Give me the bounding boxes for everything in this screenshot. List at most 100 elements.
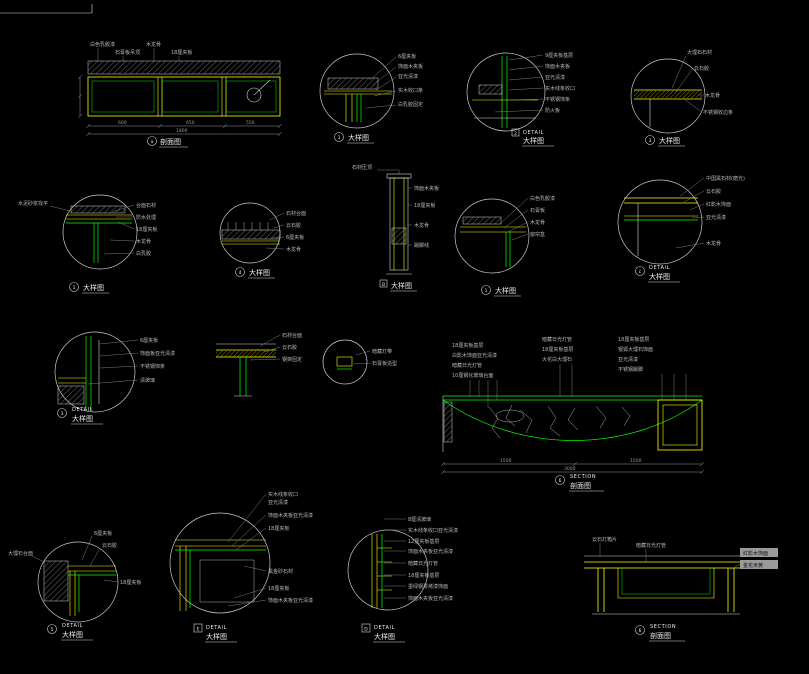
caption-bubble — [193, 623, 203, 633]
caption: 6 SECTION 剖面图 — [635, 624, 685, 642]
dimension-text: 1800 — [176, 128, 188, 134]
caption-text: 大样图 — [374, 632, 395, 641]
annotation-label: 石材台面 — [282, 332, 302, 339]
caption-index: 3 — [649, 138, 652, 144]
detail-p: 8厘清玻璃 实木线条收口亚光清漆 12厘夹板基层 饰面木夹板亚光清漆 暗藏日光灯… — [347, 516, 458, 643]
caption-index: E — [197, 627, 200, 633]
annotation-label: 木龙骨 — [136, 238, 151, 245]
labels: 石材压顶 饰面木夹板 18厘夹板 木龙骨 踢脚线 — [352, 164, 439, 249]
labels: 石材台面 云石胶 6厘夹板 木龙骨 — [286, 210, 306, 253]
hatch-area — [443, 401, 453, 443]
annotation-label: 银狐大理石饰面 — [618, 346, 653, 353]
frame-fragment — [0, 4, 93, 14]
linework — [324, 77, 392, 122]
caption: D DETAIL 大样图 — [361, 623, 405, 643]
linework — [634, 89, 702, 127]
annotation-label: 石材压顶 — [352, 164, 372, 171]
marble-texture — [488, 404, 631, 439]
annotation-label: 暗藏灯带 — [372, 348, 392, 355]
annotation-label: 暗藏日光灯管 — [452, 362, 482, 369]
annotation-label: 墨绿钢琴烤漆饰面 — [408, 583, 448, 590]
annotation-label: 6厘夹板 — [286, 234, 304, 241]
leader-lines — [49, 204, 135, 255]
label-box — [740, 560, 778, 569]
labels: 白色乳胶漆 石膏板吊顶 木龙骨 18厘夹板 — [90, 41, 192, 56]
caption-title: SECTION — [650, 624, 676, 630]
dimension-text: 550 — [246, 120, 255, 126]
detail-boundary — [62, 194, 138, 270]
annotation-label: 木龙骨 — [286, 246, 301, 253]
annotation-label: 大花白大理石 — [542, 356, 572, 363]
annotation-label: 暗藏日光灯管 — [542, 336, 572, 343]
annotation-label: 饰面木夹板 — [545, 63, 570, 70]
dimensions: 600 650 550 1800 — [77, 74, 283, 137]
annotation-label: 18厘夹板 — [120, 579, 141, 586]
caption-text: 大样图 — [495, 286, 516, 295]
annotation-label: 18厘夹板 — [136, 226, 157, 233]
caption-title: DETAIL — [206, 625, 227, 631]
annotation-label: 饰面木夹板亚光清漆 — [268, 597, 313, 604]
annotation-label: 大理石台面 — [8, 550, 33, 557]
leader-lines — [87, 339, 139, 385]
annotation-label: 18厘夹板 — [268, 525, 289, 532]
hatch-area — [43, 560, 69, 602]
annotation-label: 8厘清玻璃 — [408, 516, 431, 523]
hatch-area — [216, 351, 276, 357]
annotation-label: 窗帘盒 — [530, 231, 545, 238]
linework — [584, 555, 764, 615]
linework — [460, 216, 526, 267]
annotation-label: 亚光清漆 — [706, 214, 726, 221]
annotation-label: 亚光清漆 — [398, 73, 418, 80]
caption: 1 大样图 — [334, 132, 374, 144]
labels: 水泥砂浆找平 台面石材 防水处理 18厘夹板 木龙骨 白乳胶 — [18, 200, 157, 257]
leader-lines — [97, 48, 180, 61]
annotation-label: 金花米黄 — [743, 562, 763, 569]
caption-bubble — [147, 136, 157, 146]
annotation-label: 台面石材 — [136, 202, 156, 209]
detail-boundary — [54, 331, 136, 413]
annotation-label: 石膏板 — [530, 207, 545, 214]
leader-lines — [675, 177, 705, 249]
linework — [43, 560, 116, 616]
detail-boundary — [630, 58, 706, 134]
label-box — [740, 548, 778, 557]
detail-m: 18厘夹板基层 白影木饰面亚光清漆 暗藏日光灯管 10厘钢化玻璃台面 暗藏日光灯… — [440, 336, 705, 492]
detail-boundary — [454, 198, 530, 274]
caption-bubble — [361, 623, 371, 633]
caption-bubble — [379, 279, 388, 288]
annotation-label: 云石胶 — [282, 344, 297, 351]
linework — [66, 205, 132, 263]
caption-index: c — [639, 270, 642, 275]
detail-k: 石材台面 云石胶 钢架固定 — [216, 332, 302, 397]
caption-text: 剖面图 — [570, 481, 591, 490]
detail-a: 白色乳胶漆 石膏板吊顶 木龙骨 18厘夹板 600 650 550 1800 — [77, 41, 283, 148]
detail-c: 9厘夹板基层 饰面木夹板 亚光清漆 实木线条收口 不锈钢饰条 防火板 2 DET… — [466, 52, 575, 147]
annotation-label: 石膏板造型 — [372, 360, 397, 367]
hatch-area — [634, 91, 702, 98]
caption: 4 大样图 — [235, 267, 275, 279]
annotation-label: 亚光清漆 — [268, 499, 288, 506]
annotation-label: 白乳胶 — [136, 250, 151, 257]
detail-f: 石材台面 云石胶 6厘夹板 木龙骨 4 大样图 — [219, 202, 306, 279]
dimension-text: 1500 — [500, 458, 512, 464]
caption-index: 6 — [639, 628, 642, 634]
caption: a 剖面图 — [147, 136, 188, 148]
annotation-label: 大理石石材 — [687, 49, 712, 56]
linework — [442, 395, 703, 452]
caption-bubble — [511, 128, 520, 137]
caption-text: 大样图 — [206, 632, 227, 641]
caption-text: 大样图 — [649, 272, 670, 281]
detail-o: 实木线条收口 亚光清漆 饰面木夹板亚光清漆 18厘夹板 黑金砂石材 18厘夹板 … — [169, 491, 313, 643]
caption-title: DETAIL — [374, 625, 395, 631]
annotation-label: 踢脚线 — [414, 242, 429, 249]
hatch-area — [87, 60, 281, 75]
detail-boundary — [617, 179, 703, 265]
labels: 云石灯箱片 暗藏日光灯管 红影木饰面 金花米黄 — [592, 536, 778, 569]
annotation-label: 云石胶 — [706, 188, 721, 195]
annotation-label: 云石胶 — [286, 222, 301, 229]
annotation-label: 18厘夹板 — [414, 202, 435, 209]
annotation-label: 亚光清漆 — [545, 74, 565, 81]
annotation-label: 亚光清漆 — [618, 356, 638, 363]
caption-index: 1 — [485, 288, 488, 294]
